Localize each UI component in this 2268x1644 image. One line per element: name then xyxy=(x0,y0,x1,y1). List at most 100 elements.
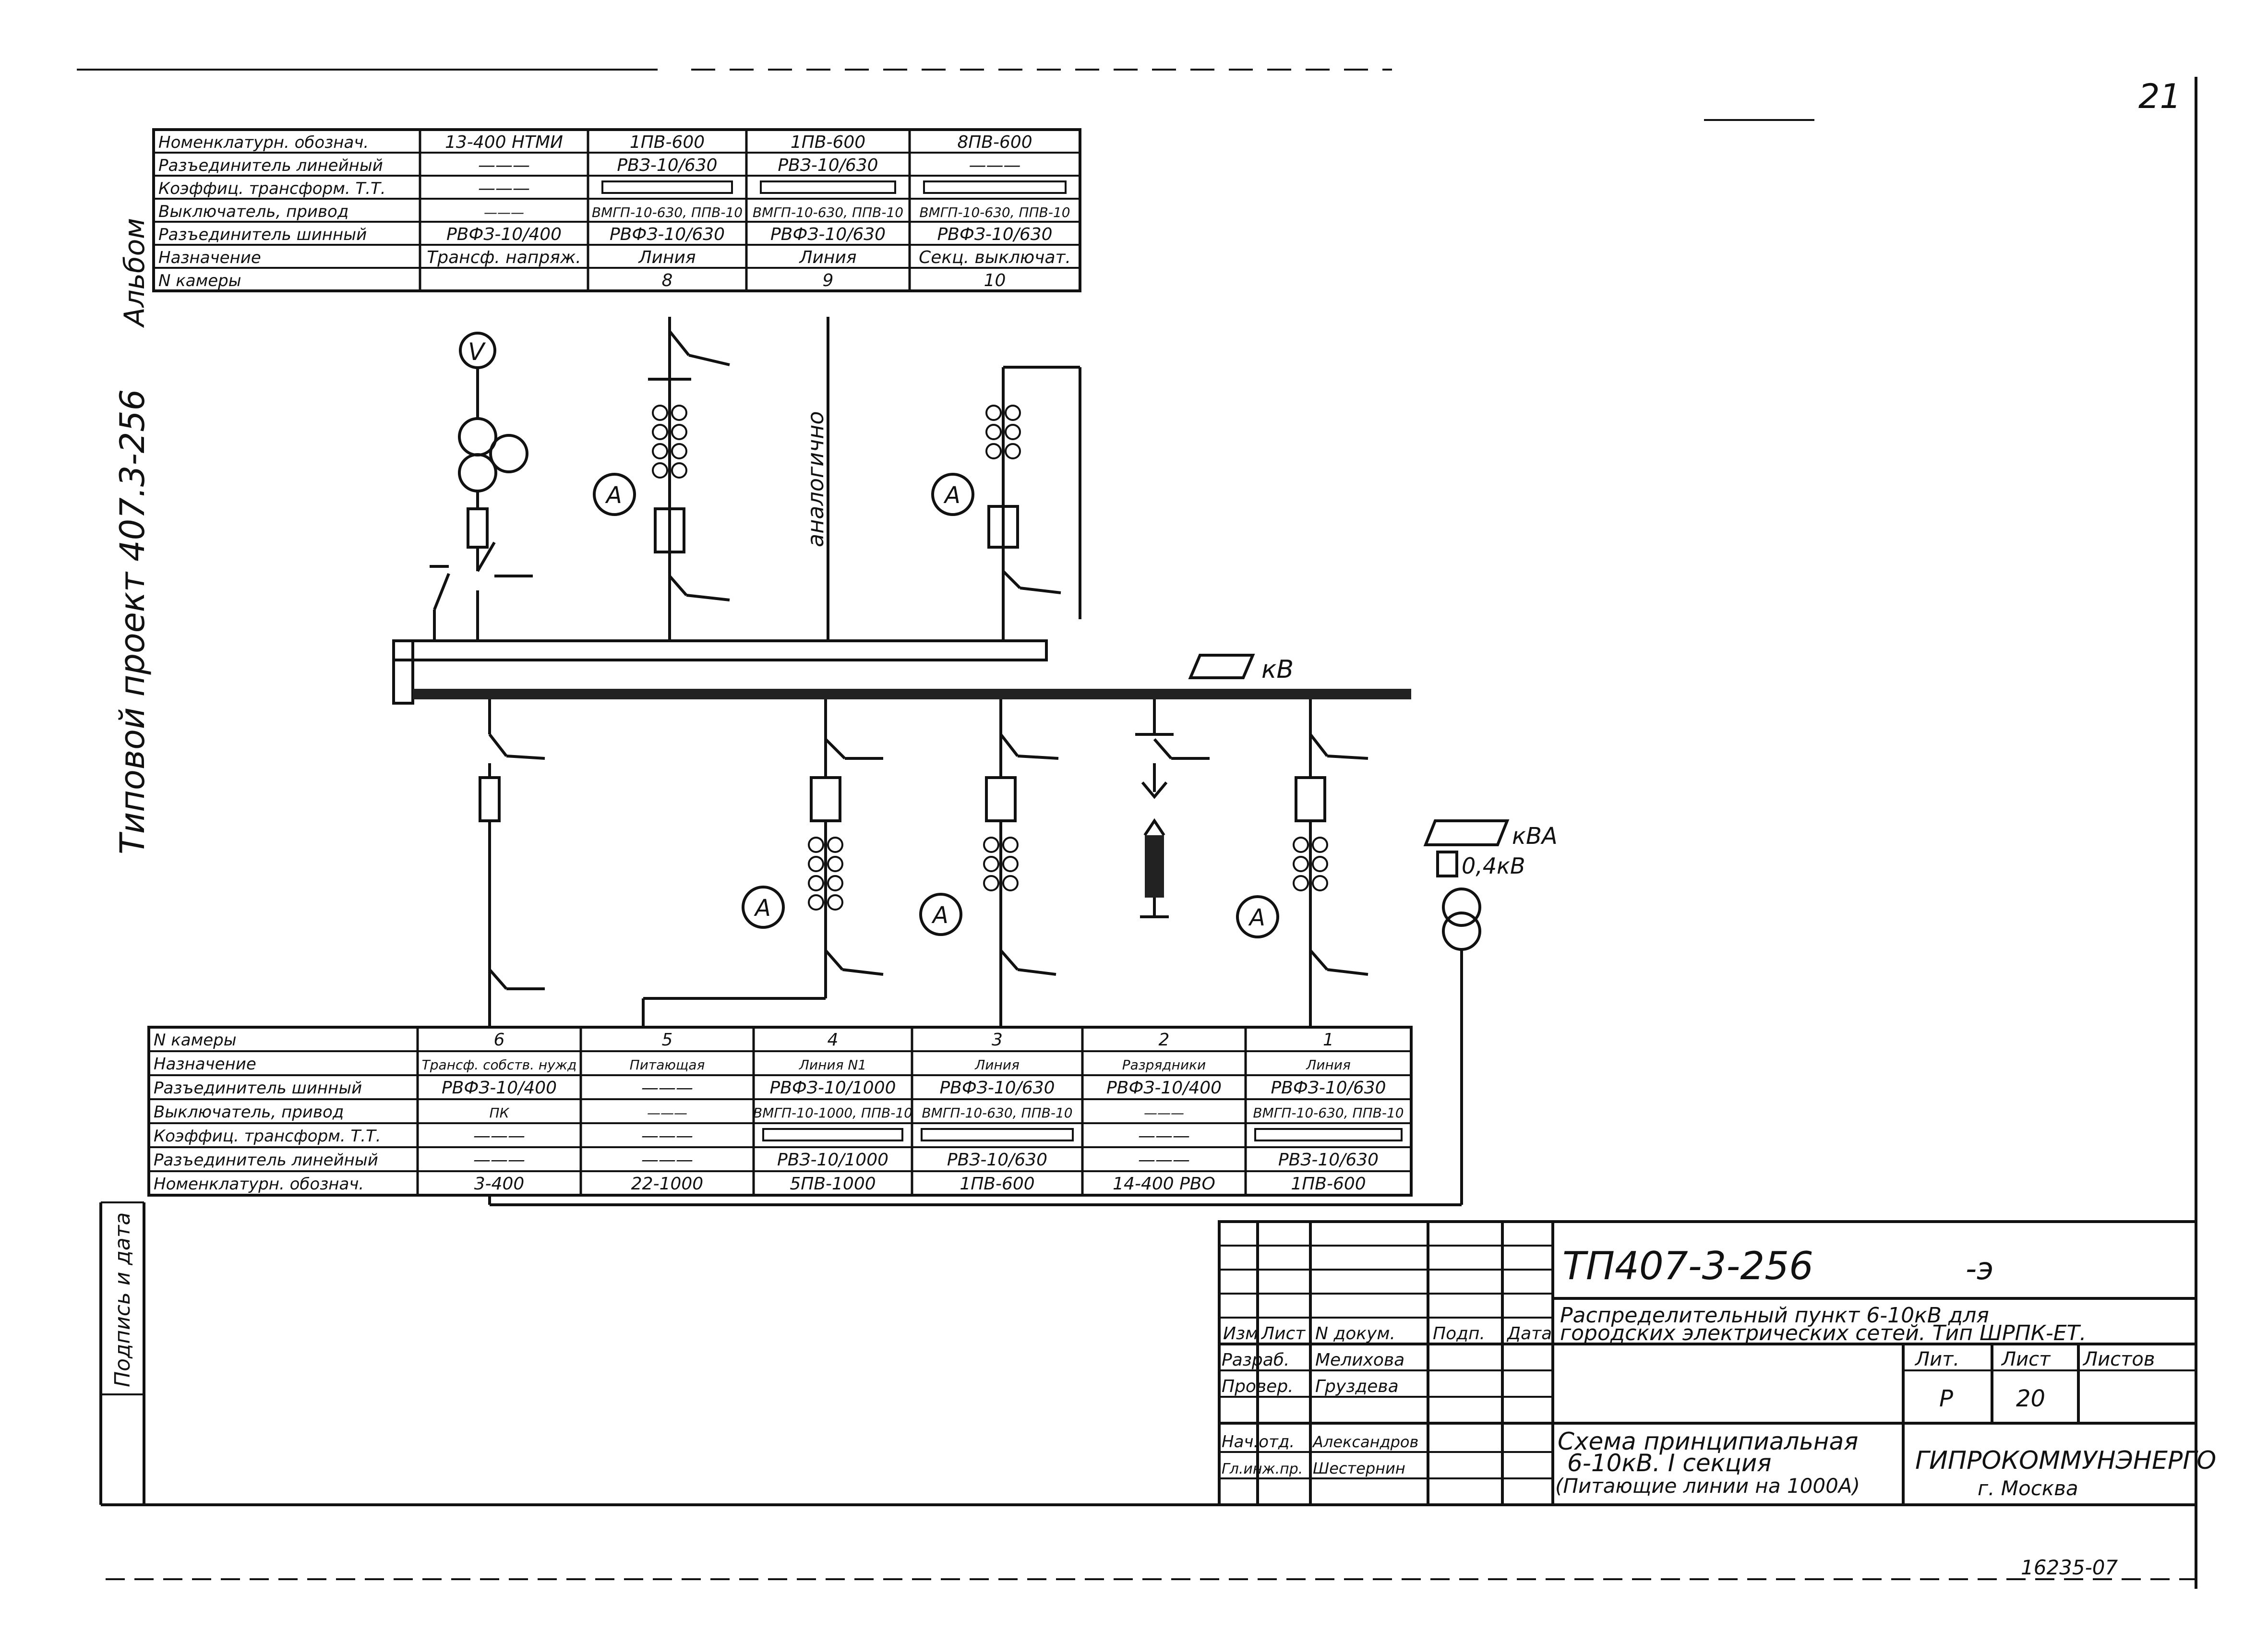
bottom-table-cell: 22-1000 xyxy=(631,1174,703,1194)
top-table-cell: Секц. выключат. xyxy=(919,248,1071,267)
top-table-row-label: Разъединитель шинный xyxy=(158,225,367,244)
bottom-table-cell: ——— xyxy=(473,1150,525,1170)
busbar-upper xyxy=(392,639,1048,661)
bottom-table-row-label: N камеры xyxy=(154,1031,237,1050)
top-table-cell: Линия xyxy=(798,248,856,267)
bottom-table-cell: 5 xyxy=(662,1030,673,1050)
sheet-value: 20 xyxy=(2016,1385,2045,1412)
lit-value: Р xyxy=(1939,1385,1953,1412)
bottom-table-cell: РВЗ-10/1000 xyxy=(777,1150,888,1170)
top-table-cell: ВМГП-10-630, ППВ-10 xyxy=(592,204,743,220)
bottom-table-row-label: Номенклатурн. обознач. xyxy=(154,1175,364,1194)
top-table-cell: 1ПВ-600 xyxy=(791,132,865,152)
col-header-doc: N докум. xyxy=(1315,1324,1395,1344)
ct-ratio-blank xyxy=(601,180,733,194)
ammeter-label: A xyxy=(605,482,622,509)
feeder-cell-4: A xyxy=(642,699,884,1027)
top-table-cell: ——— xyxy=(478,156,530,175)
sheet-number: 21 xyxy=(2138,77,2181,116)
col-header-date: Дата xyxy=(1506,1324,1552,1344)
top-table-row-label: Назначение xyxy=(158,248,261,267)
name-chief: Шестернин xyxy=(1313,1459,1405,1477)
voltage-box xyxy=(1188,654,1255,679)
bottom-table-cell: РВФЗ-10/400 xyxy=(1106,1078,1222,1098)
fuse-icon xyxy=(467,507,489,549)
bottom-table-cell: ——— xyxy=(1138,1126,1190,1146)
top-table-cell: РВЗ-10/630 xyxy=(617,156,717,175)
similar-note: аналогично xyxy=(803,411,828,547)
top-table-cell: ——— xyxy=(969,156,1021,175)
top-table-row-label: Выключатель, привод xyxy=(158,202,348,221)
doc-code: ТП407-3-256 xyxy=(1562,1244,1813,1288)
single-line-diagram: кВ V A xyxy=(392,317,1558,1206)
busbar-upper-left xyxy=(392,639,414,705)
title-block xyxy=(1218,1220,2197,1506)
name-head: Александров xyxy=(1312,1433,1418,1451)
top-table-cell: РВФЗ-10/630 xyxy=(610,225,725,244)
top-table-cell: 8ПВ-600 xyxy=(957,132,1032,152)
ct-ratio-blank xyxy=(1254,1128,1403,1141)
bottom-table-cell: Трансф. собств. нужд xyxy=(422,1057,577,1073)
top-table-row-label: Коэффиц. трансформ. Т.Т. xyxy=(158,179,386,198)
top-table-cell: 9 xyxy=(823,271,834,290)
col-header-sign: Подп. xyxy=(1433,1324,1485,1344)
ammeter-icon xyxy=(593,473,636,516)
org-city: г. Москва xyxy=(1978,1476,2078,1500)
col-header-izm: Изм xyxy=(1223,1324,1258,1344)
bottom-table-cell: Разрядники xyxy=(1122,1057,1206,1073)
bottom-table-cell: 4 xyxy=(828,1030,839,1050)
bottom-table-cell: РВФЗ-10/630 xyxy=(939,1078,1055,1098)
aux-transformer: кВА 0,4кВ xyxy=(488,819,1558,1206)
bottom-table-cell: РВФЗ-10/630 xyxy=(1271,1078,1386,1098)
bottom-table-cell: 14-400 РВО xyxy=(1113,1174,1215,1194)
top-table-cell: ВМГП-10-630, ППВ-10 xyxy=(919,204,1070,220)
top-table-row-label: N камеры xyxy=(158,271,241,290)
drawing-frame xyxy=(77,69,2197,1589)
ammeter-label-10: A xyxy=(943,482,960,509)
bottom-table-row-label: Назначение xyxy=(154,1055,256,1074)
ct-ratio-blank xyxy=(923,180,1067,194)
bottom-table-cell: ——— xyxy=(641,1078,693,1098)
doc-description-1: Распределительный пункт 6-10кВ для xyxy=(1560,1303,1989,1328)
feeder-cell-2-arresters xyxy=(1135,699,1210,918)
voltmeter-label: V xyxy=(468,338,486,366)
lit-label: Лит. xyxy=(1914,1348,1959,1370)
role-chief: Гл.инж.пр. xyxy=(1222,1461,1303,1477)
feeder-cell-3: A xyxy=(919,699,1059,1027)
bottom-table-cell: 1ПВ-600 xyxy=(960,1174,1034,1194)
bottom-table-cell: РВЗ-10/630 xyxy=(1278,1150,1379,1170)
top-table-cell: РВФЗ-10/400 xyxy=(446,225,562,244)
aux-kv-label: 0,4кВ xyxy=(1462,853,1525,879)
role-developer: Разраб. xyxy=(1222,1350,1289,1370)
top-table-cell: 13-400 НТМИ xyxy=(445,132,563,152)
drawing-title-1: Схема принципиальная xyxy=(1558,1428,1858,1455)
top-table-row-label: Номенклатурн. обознач. xyxy=(158,133,369,152)
sheet-label: Лист xyxy=(2001,1348,2051,1370)
bottom-table-cell: ——— xyxy=(641,1150,693,1170)
bottom-table-cell: 6 xyxy=(494,1030,505,1050)
role-head: Нач.отд. xyxy=(1222,1432,1295,1452)
bottom-table-cell: РВФЗ-10/1000 xyxy=(769,1078,896,1098)
bottom-table-cell: ——— xyxy=(1138,1150,1190,1170)
org-name: ГИПРОКОММУНЭНЕРГО xyxy=(1915,1446,2216,1475)
bottom-table-cell: ——— xyxy=(473,1126,525,1146)
voltage-label: кВ xyxy=(1261,655,1294,684)
feeder-cell-9: аналогично xyxy=(803,317,829,641)
bottom-table-row-label: Выключатель, привод xyxy=(154,1103,344,1122)
aux-kva-label: кВА xyxy=(1512,823,1558,850)
bottom-table-cell: Линия xyxy=(974,1057,1020,1073)
top-table: Номенклатурн. обознач.Разъединитель лине… xyxy=(152,128,1081,292)
doc-description-2: городских электрических сетей. Тип ШРПК-… xyxy=(1560,1321,2086,1345)
bottom-table-row-label: Разъединитель линейный xyxy=(154,1151,378,1170)
top-table-cell: ВМГП-10-630, ППВ-10 xyxy=(753,204,903,220)
top-table-cell: РВЗ-10/630 xyxy=(778,156,878,175)
bottom-table-cell: ——— xyxy=(1144,1105,1184,1121)
bottom-table-cell: РВФЗ-10/400 xyxy=(442,1078,557,1098)
bottom-table-cell: 5ПВ-1000 xyxy=(790,1174,876,1194)
drawing-title-2: 6-10кВ. I секция xyxy=(1567,1449,1771,1477)
feeder-cell-8: A xyxy=(593,317,730,641)
busbar-lower xyxy=(413,689,1411,699)
ct-ratio-blank xyxy=(760,180,896,194)
top-table-cell: 1ПВ-600 xyxy=(630,132,705,152)
